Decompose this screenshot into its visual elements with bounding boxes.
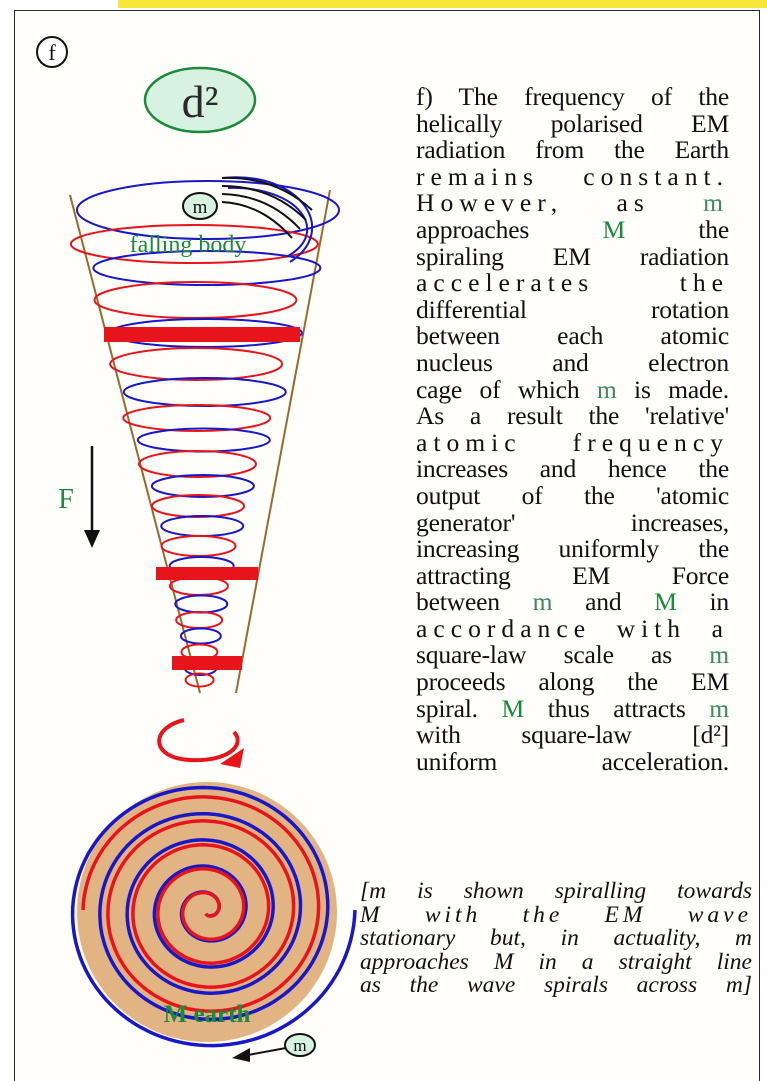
helix-ring bbox=[76, 180, 340, 240]
helix-ring bbox=[136, 427, 271, 453]
paragraph-line: uniform acceleration. bbox=[416, 746, 729, 776]
paragraph-line: accelerates the bbox=[416, 268, 729, 298]
paragraph-line: increasing uniformly the bbox=[416, 534, 729, 564]
paragraph-line: spiraling EM radiation bbox=[416, 241, 729, 271]
helix-ring bbox=[160, 515, 245, 537]
funnel-cone bbox=[69, 189, 331, 694]
d-squared-badge: d² bbox=[143, 66, 257, 134]
paragraph-line: f) The frequency of the bbox=[416, 82, 729, 111]
helix-ring bbox=[150, 474, 255, 498]
spiral-arm bbox=[81, 795, 321, 1013]
paragraph-line: between m and M in bbox=[416, 587, 729, 617]
helix-ring bbox=[69, 224, 319, 264]
paragraph-line: radiation from the Earth bbox=[416, 135, 729, 165]
force-label: F bbox=[58, 484, 74, 515]
helix-ring bbox=[184, 672, 215, 688]
rotation-arrow bbox=[157, 718, 244, 768]
paragraph-line: cage of which m is made. bbox=[416, 374, 729, 404]
paragraph-line: between each atomic bbox=[416, 321, 729, 351]
crest-bar bbox=[104, 327, 300, 342]
m-bottom-text: m bbox=[293, 1036, 306, 1055]
helix-ring bbox=[92, 250, 322, 286]
paragraph-line: differential rotation bbox=[416, 294, 729, 324]
falling-body-label: falling body bbox=[130, 232, 247, 258]
helix-ring bbox=[174, 594, 229, 614]
helix-ring bbox=[93, 281, 298, 319]
paragraph-line: spiral. M thus attracts m bbox=[416, 693, 729, 723]
paragraph-line: atomic frequency bbox=[416, 427, 729, 457]
crest-bar bbox=[172, 656, 242, 670]
paragraph-line: output of the 'atomic bbox=[416, 480, 729, 510]
paragraph-line: As a result the 'relative' bbox=[416, 401, 729, 431]
paragraph-line: with square-law [d²] bbox=[416, 720, 729, 750]
falling-body-marker: m bbox=[182, 176, 313, 239]
bottom-m-marker: m bbox=[232, 1033, 316, 1062]
helix-ring bbox=[221, 176, 313, 263]
note-line: M with the EM wave bbox=[360, 901, 752, 928]
paragraph-line: However, as m bbox=[416, 188, 729, 218]
helix-ring bbox=[179, 627, 222, 645]
crest-bar bbox=[156, 567, 258, 580]
paragraph-line: helically polarised EM bbox=[416, 108, 729, 138]
note-line: as the wave spirals across m] bbox=[360, 972, 752, 998]
helix-ring bbox=[122, 377, 287, 407]
paragraph-line: remains constant. bbox=[416, 161, 729, 191]
wave-crest-bars bbox=[104, 327, 300, 670]
m-badge-text: m bbox=[193, 197, 208, 218]
panel-label-text: f bbox=[48, 40, 56, 65]
panel-label: f bbox=[36, 36, 68, 68]
helix-ring bbox=[137, 450, 257, 478]
paragraph-line: proceeds along the EM bbox=[416, 667, 729, 697]
earth-disc bbox=[77, 782, 337, 1042]
helix-ring bbox=[122, 404, 272, 432]
top-accent-bar bbox=[118, 0, 767, 8]
helix-ring bbox=[151, 494, 246, 518]
helix-ring bbox=[175, 611, 224, 629]
note-line: [m is shown spiralling towards bbox=[360, 878, 752, 904]
paragraph-line: accordance with a bbox=[416, 613, 729, 643]
note-line: approaches M in a straight line bbox=[360, 948, 752, 975]
note-line: stationary but, in actuality, m bbox=[360, 925, 752, 951]
d-squared-text: d² bbox=[182, 76, 219, 127]
helix-ring bbox=[109, 347, 284, 381]
helix-wave bbox=[69, 176, 340, 688]
spiral-wave bbox=[70, 785, 357, 1048]
force-arrow bbox=[84, 446, 100, 548]
paragraph-line: increases and hence the bbox=[416, 454, 729, 484]
paragraph-line: square-law scale as m bbox=[416, 640, 729, 670]
paragraph-line: approaches M the bbox=[416, 214, 729, 244]
paragraph-line: generator' increases, bbox=[416, 507, 729, 537]
helix-ring bbox=[160, 535, 237, 557]
paragraph-line: nucleus and electron bbox=[416, 347, 729, 377]
earth-label: M earth bbox=[164, 1001, 251, 1028]
paragraph-line: attracting EM Force bbox=[416, 560, 729, 590]
